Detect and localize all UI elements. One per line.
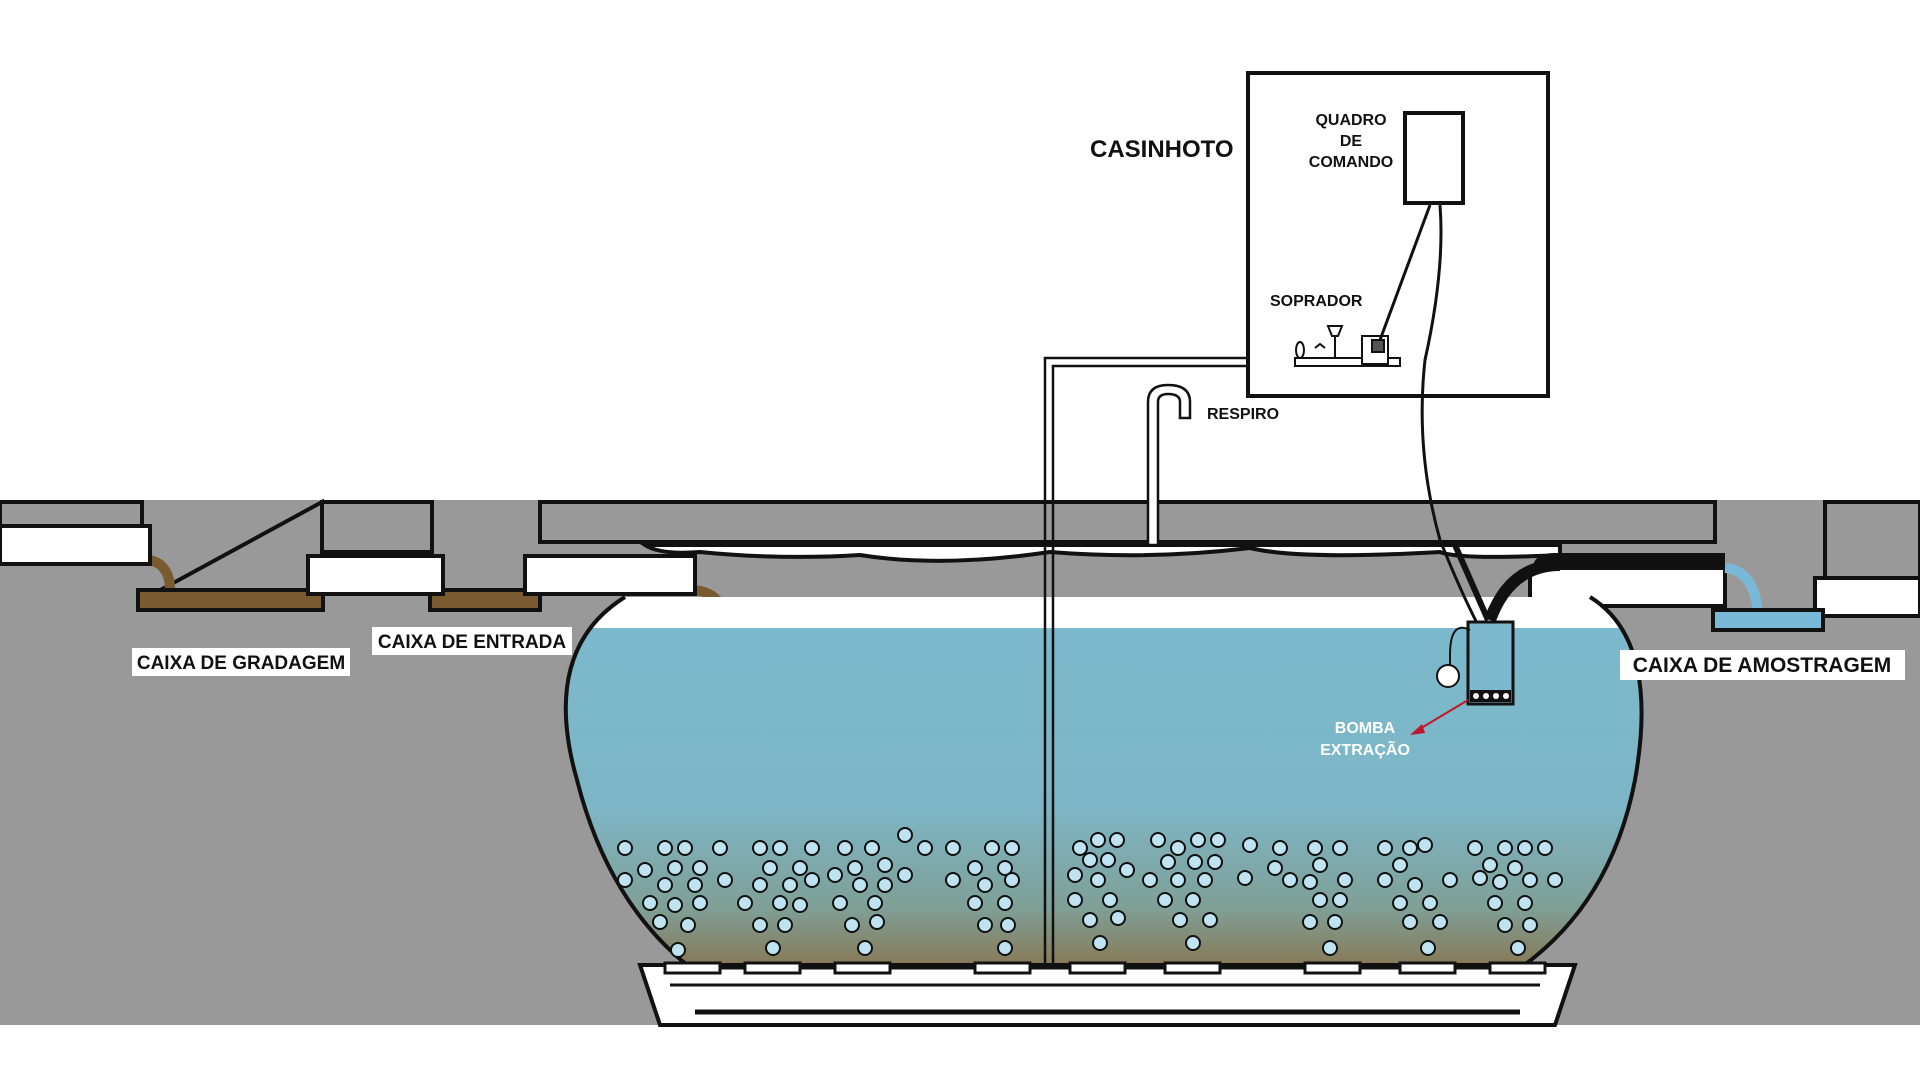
label-caixa-entrada: CAIXA DE ENTRADA xyxy=(378,632,567,653)
caixa-gradagem-tag: CAIXA DE GRADAGEM xyxy=(132,648,350,676)
extraction-pump xyxy=(1436,543,1561,706)
diffuser-grid xyxy=(663,961,1547,987)
label-caixa-gradagem: CAIXA DE GRADAGEM xyxy=(137,653,345,674)
power-cables xyxy=(1378,204,1480,626)
surface-slabs xyxy=(0,500,1920,584)
label-quadro-line2: DE xyxy=(1340,133,1363,150)
caixa-entrada-tag: CAIXA DE ENTRADA xyxy=(372,627,572,655)
air-bubbles xyxy=(617,827,1563,958)
air-pipe xyxy=(1043,356,1310,968)
label-caixa-amostragem: CAIXA DE AMOSTRAGEM xyxy=(1633,654,1892,677)
label-bomba-line1: BOMBA xyxy=(1335,720,1396,737)
vent-pipe xyxy=(1146,383,1192,547)
blower xyxy=(1294,325,1401,367)
pump-pointer-arrow xyxy=(1410,699,1469,735)
label-casinhoto: CASINHOTO xyxy=(1090,136,1234,163)
caixa-amostragem-tag: CAIXA DE AMOSTRAGEM xyxy=(1620,650,1905,680)
label-soprador: SOPRADOR xyxy=(1270,293,1363,310)
label-bomba-line2: EXTRAÇÃO xyxy=(1320,739,1410,759)
label-respiro: RESPIRO xyxy=(1207,406,1279,423)
grating-ramp xyxy=(141,498,324,602)
left-boxes xyxy=(136,588,542,612)
casinhoto-box xyxy=(1246,71,1550,398)
label-quadro-line3: COMANDO xyxy=(1309,154,1393,171)
label-quadro-line1: QUADRO xyxy=(1315,112,1386,129)
tank xyxy=(563,543,1644,1027)
